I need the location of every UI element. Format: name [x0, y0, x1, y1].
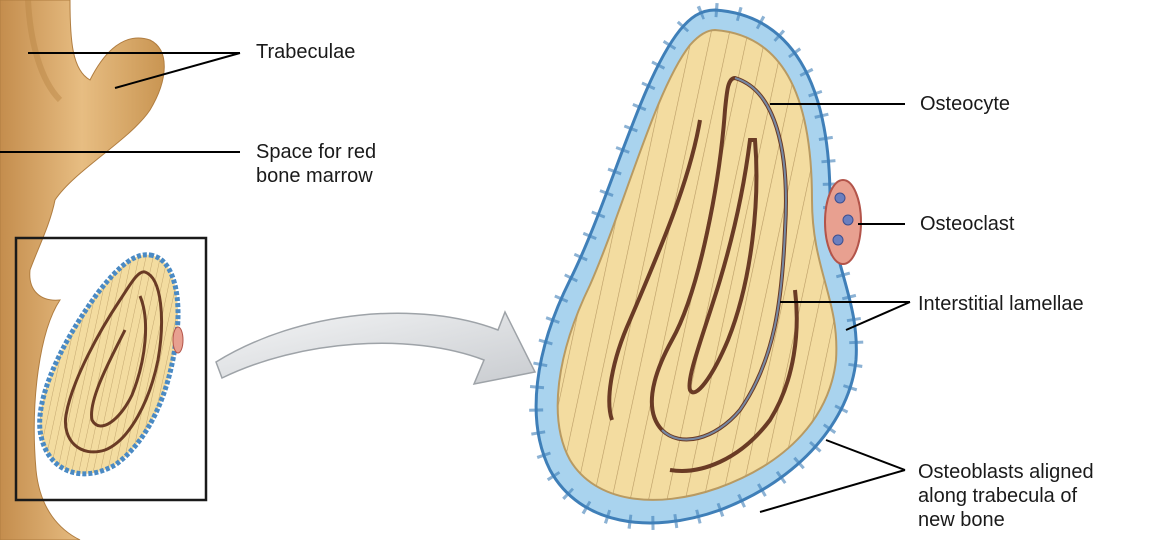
label-trabeculae: Trabeculae [256, 40, 355, 64]
label-osteoblasts-line3: new bone [918, 508, 1094, 532]
label-space-line1: Space for red [256, 140, 376, 164]
label-space-for-red-bone-marrow: Space for red bone marrow [256, 140, 376, 188]
label-osteoclast: Osteoclast [920, 212, 1014, 236]
label-osteoblasts-line2: along trabecula of [918, 484, 1094, 508]
small-trabecula [40, 255, 183, 474]
enlarged-trabecula [536, 10, 861, 523]
label-osteocyte: Osteocyte [920, 92, 1010, 116]
osteoclast-cell [825, 180, 861, 264]
magnify-arrow [216, 312, 535, 384]
label-osteoblasts-line1: Osteoblasts aligned [918, 460, 1094, 484]
label-interstitial-lamellae: Interstitial lamellae [918, 292, 1084, 316]
label-osteoblasts: Osteoblasts aligned along trabecula of n… [918, 460, 1094, 532]
label-space-line2: bone marrow [256, 164, 376, 188]
